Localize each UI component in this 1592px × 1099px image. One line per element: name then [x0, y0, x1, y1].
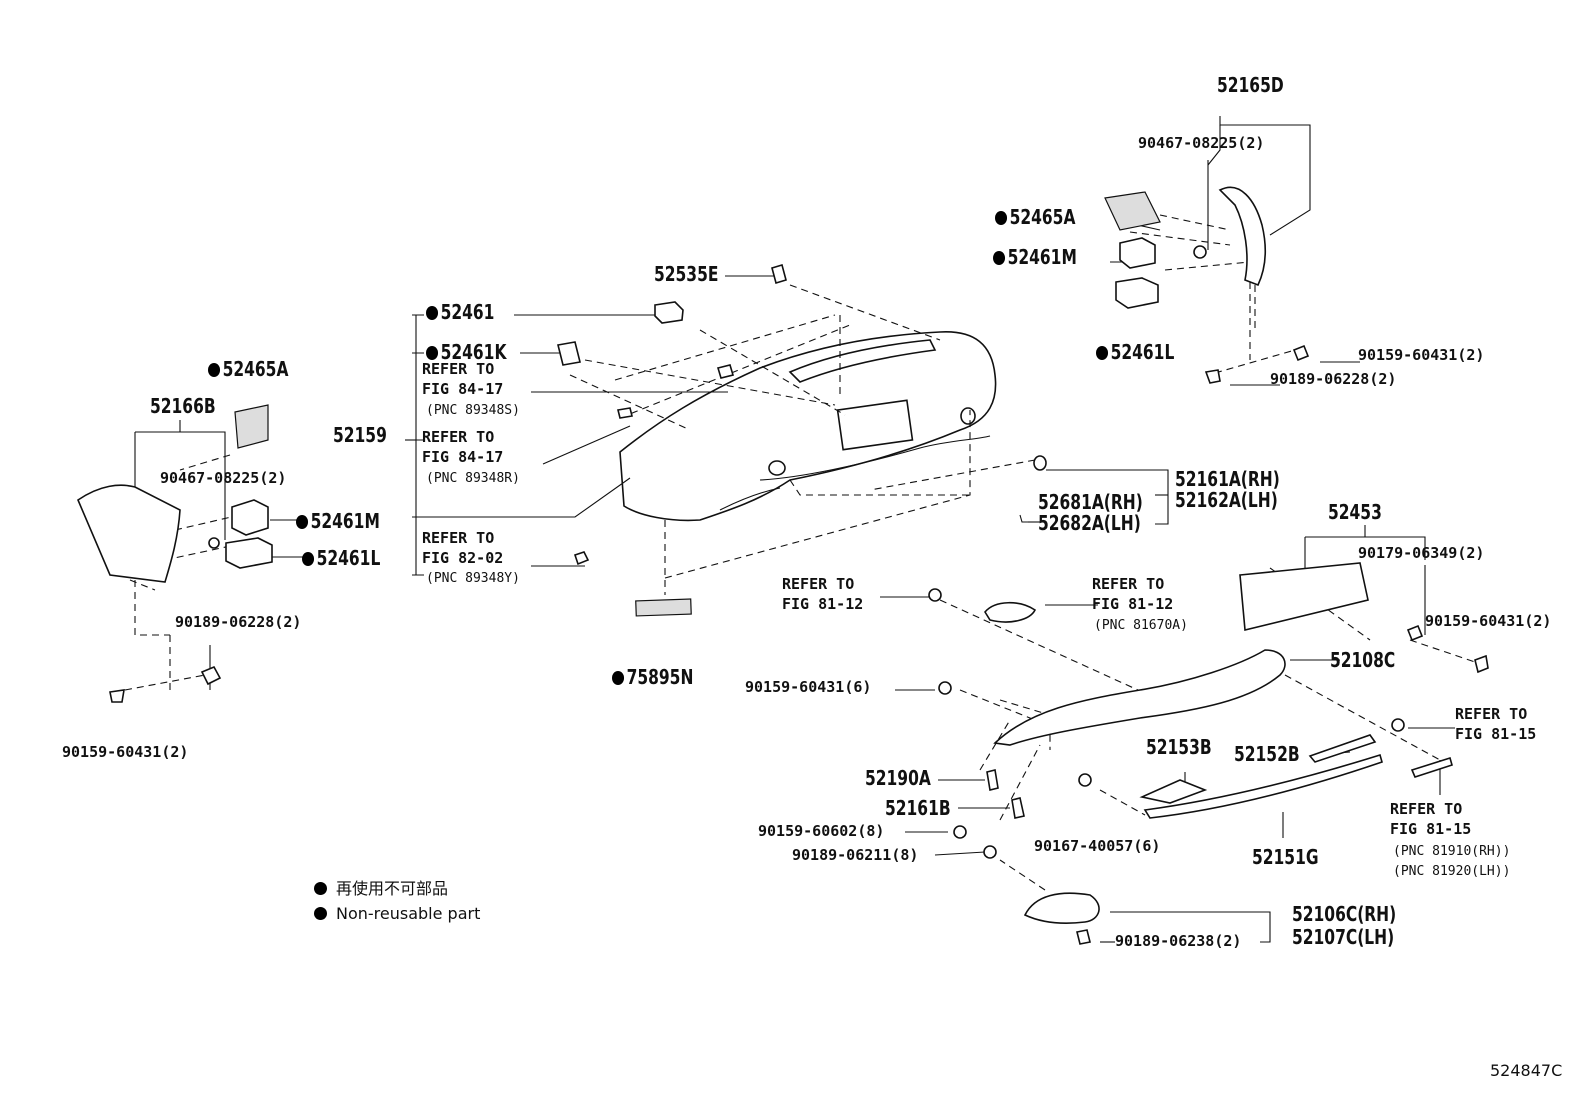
- refer-to-label: REFER TO: [422, 428, 495, 446]
- part-90159-60431-six[interactable]: 90159-60431(6): [745, 678, 872, 696]
- refer-to-label: REFER TO: [422, 360, 495, 378]
- fig-82-02-link[interactable]: FIG 82-02: [422, 549, 504, 567]
- fig-84-17-link[interactable]: FIG 84-17: [422, 448, 504, 466]
- part-52535E[interactable]: 52535E: [654, 262, 719, 286]
- pnc-81910: (PNC 81910(RH)): [1393, 844, 1511, 859]
- lower-parts: [928, 562, 1489, 945]
- legend-text-english: Non-reusable part: [336, 904, 481, 923]
- part-90189-06228-right[interactable]: 90189-06228(2): [1270, 370, 1397, 388]
- part-52161B[interactable]: 52161B: [885, 796, 951, 820]
- part-52465A-left[interactable]: 52465A: [208, 359, 289, 379]
- part-52461K[interactable]: 52461K: [426, 342, 507, 362]
- fig-81-15-link[interactable]: FIG 81-15: [1390, 820, 1472, 838]
- part-52106C[interactable]: 52106C(RH): [1292, 902, 1397, 926]
- refer-to-label: REFER TO: [1092, 575, 1165, 593]
- part-52461L-right[interactable]: 52461L: [1096, 342, 1175, 362]
- pnc-81920: (PNC 81920(LH)): [1393, 864, 1511, 879]
- part-52682A[interactable]: 52682A(LH): [1038, 511, 1141, 535]
- part-52152B[interactable]: 52152B: [1234, 742, 1300, 766]
- part-52161A[interactable]: 52161A(RH): [1175, 467, 1280, 491]
- part-52461M-right[interactable]: 52461M: [993, 247, 1077, 267]
- part-52166B[interactable]: 52166B: [150, 394, 216, 418]
- part-52681A[interactable]: 52681A(RH): [1038, 490, 1143, 514]
- part-90189-06238[interactable]: 90189-06238(2): [1115, 932, 1242, 950]
- pnc-89348Y: (PNC 89348Y): [426, 571, 520, 586]
- non-reusable-dot-icon: [314, 882, 327, 895]
- pnc-89348R: (PNC 89348R): [426, 471, 520, 486]
- part-52162A[interactable]: 52162A(LH): [1175, 488, 1278, 512]
- pnc-89348S: (PNC 89348S): [426, 403, 520, 418]
- part-90467-08225-left[interactable]: 90467-08225(2): [160, 469, 287, 487]
- bumper-cover-52159: [619, 331, 997, 522]
- part-52190A[interactable]: 52190A: [865, 766, 931, 790]
- part-52151G[interactable]: 52151G: [1252, 845, 1319, 869]
- diagram-id: 524847C: [1490, 1061, 1563, 1080]
- fig-81-12-link[interactable]: FIG 81-12: [782, 595, 864, 613]
- leader-lines: [134, 116, 1455, 943]
- dashed-assembly-lines: [124, 214, 1476, 891]
- refer-to-label: REFER TO: [1390, 800, 1463, 818]
- part-90159-60602[interactable]: 90159-60602(8): [758, 822, 885, 840]
- part-52165D[interactable]: 52165D: [1217, 73, 1284, 97]
- part-52107C[interactable]: 52107C(LH): [1292, 925, 1395, 949]
- fig-81-15-link[interactable]: FIG 81-15: [1455, 725, 1537, 743]
- pnc-81670A: (PNC 81670A): [1094, 618, 1188, 633]
- fig-81-12-link[interactable]: FIG 81-12: [1092, 595, 1174, 613]
- part-52461M-left[interactable]: 52461M: [296, 511, 380, 531]
- part-52453[interactable]: 52453: [1328, 500, 1382, 524]
- legend-item-english: Non-reusable part: [314, 906, 480, 922]
- part-90167-40057[interactable]: 90167-40057(6): [1034, 837, 1161, 855]
- part-52153B[interactable]: 52153B: [1146, 735, 1212, 759]
- part-52108C[interactable]: 52108C: [1330, 648, 1396, 672]
- non-reusable-dot-icon: [314, 907, 327, 920]
- refer-to-label: REFER TO: [782, 575, 855, 593]
- left-parts: [77, 404, 273, 703]
- part-52461[interactable]: 52461: [426, 302, 495, 322]
- part-52465A-right[interactable]: 52465A: [995, 207, 1076, 227]
- part-52461L-left[interactable]: 52461L: [302, 548, 381, 568]
- small-clips: [557, 263, 1047, 617]
- part-90159-60431-left[interactable]: 90159-60431(2): [62, 743, 189, 761]
- refer-to-label: REFER TO: [422, 529, 495, 547]
- part-90159-60431-right[interactable]: 90159-60431(2): [1358, 346, 1485, 364]
- part-90467-08225-right[interactable]: 90467-08225(2): [1138, 134, 1265, 152]
- right-upper-parts: [1104, 186, 1310, 384]
- part-90179-06349[interactable]: 90179-06349(2): [1358, 544, 1485, 562]
- part-90189-06211[interactable]: 90189-06211(8): [792, 846, 919, 864]
- refer-to-label: REFER TO: [1455, 705, 1528, 723]
- legend-text-japanese: 再使用不可部品: [336, 879, 449, 898]
- fig-84-17-link[interactable]: FIG 84-17: [422, 380, 504, 398]
- legend-item-japanese: 再使用不可部品: [314, 881, 448, 897]
- part-75895N[interactable]: 75895N: [612, 667, 694, 687]
- part-90159-60431-side[interactable]: 90159-60431(2): [1425, 612, 1552, 630]
- part-52159[interactable]: 52159: [333, 423, 387, 447]
- part-90189-06228-left[interactable]: 90189-06228(2): [175, 613, 302, 631]
